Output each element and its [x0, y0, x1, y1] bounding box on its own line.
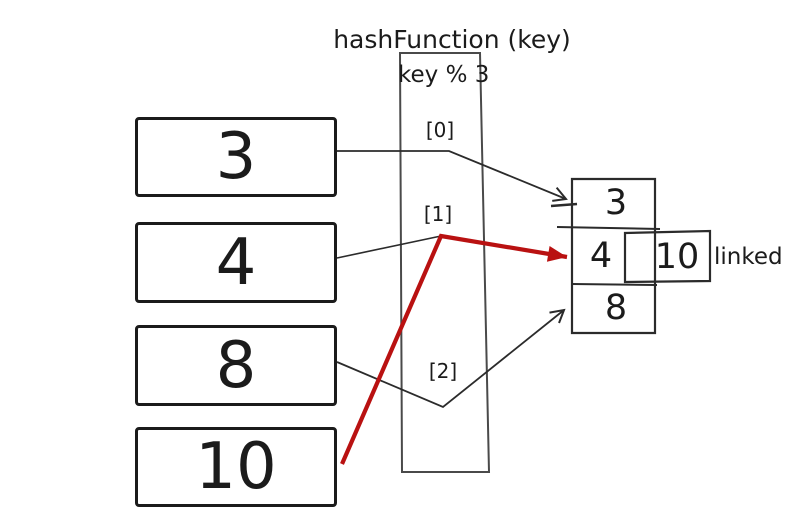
- key-box-10: 10: [135, 427, 337, 507]
- arrow-key8-to-slot2: [336, 308, 566, 409]
- key-box-3: 3: [135, 117, 337, 197]
- key-box-4-value: 4: [215, 225, 257, 300]
- key-box-8: 8: [135, 325, 337, 406]
- hash-table-slot-1: 4: [589, 236, 613, 276]
- bucket-label-0: [0]: [425, 118, 455, 142]
- arrow-key3-to-slot0: [337, 150, 568, 202]
- key-box-10-value: 10: [195, 430, 277, 504]
- hash-table-separator-1: [556, 226, 661, 230]
- arrow-key10-collision-red: [340, 233, 568, 465]
- hash-function-column: [398, 52, 491, 473]
- bucket-label-1: [1]: [423, 202, 453, 226]
- hash-table-slot-0: 3: [604, 182, 628, 223]
- key-box-8-value: 8: [215, 328, 257, 403]
- hash-table-outline: [570, 177, 657, 335]
- arrow-key4-to-bucket1: [336, 235, 442, 259]
- key-box-3-value: 3: [215, 120, 257, 194]
- hash-table-slot-2: 8: [604, 288, 628, 328]
- bucket-label-2: [2]: [428, 359, 458, 383]
- hash-function-formula: key % 3: [398, 62, 490, 88]
- key-box-4: 4: [135, 222, 337, 303]
- arrow-key3-head-tick: [550, 202, 578, 208]
- chained-node-value: 10: [654, 236, 700, 277]
- hash-table-separator-2: [571, 283, 658, 286]
- chained-node-annotation: linked: [714, 244, 783, 270]
- diagram-title: hashFunction (key): [333, 25, 571, 54]
- chained-node-box: [623, 229, 712, 284]
